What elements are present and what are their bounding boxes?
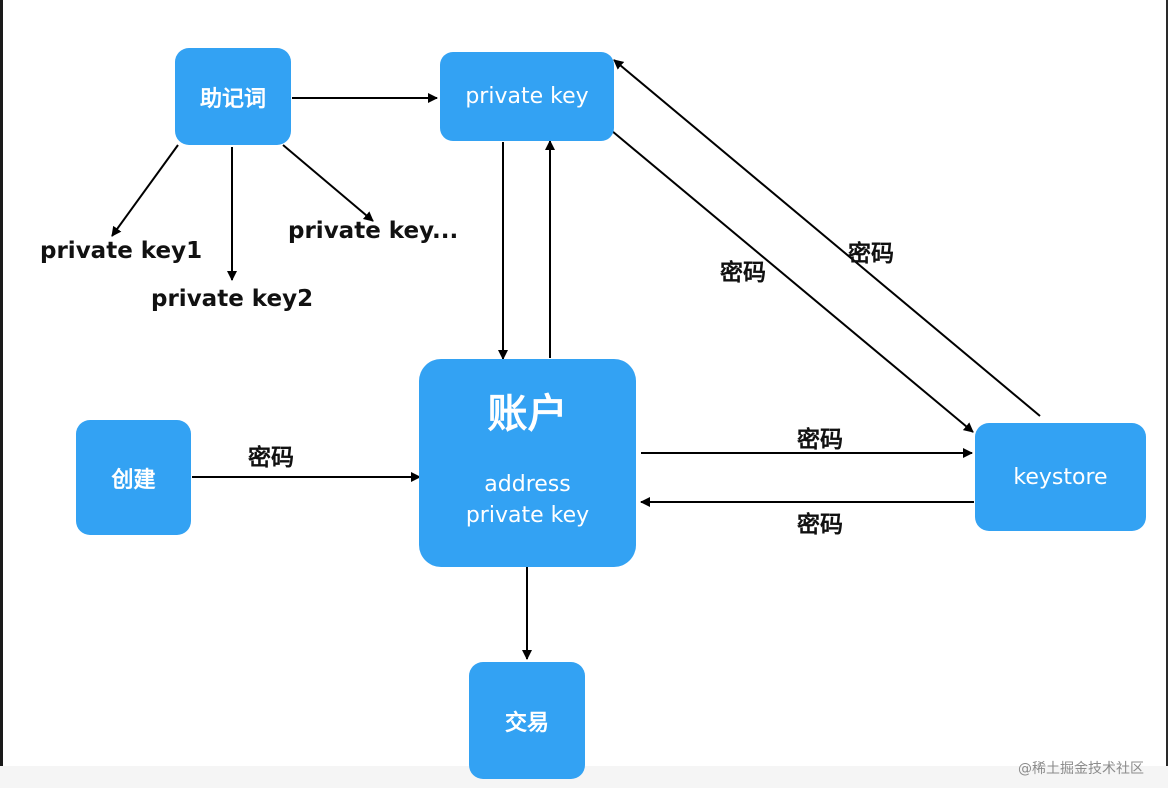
node-keystore: keystore	[975, 423, 1146, 531]
label-password-to-keystore: 密码	[797, 427, 843, 453]
node-account: 账户 address private key	[419, 359, 636, 567]
node-account-address: address	[484, 472, 571, 497]
node-transaction: 交易	[469, 662, 585, 779]
frame-border-left	[0, 0, 3, 788]
edge-private-key-to-keystore	[611, 130, 974, 433]
label-private-key-more: private key...	[288, 218, 459, 244]
frame-border-right	[1166, 0, 1168, 788]
edge-mnemonic-to-pk-more	[282, 144, 374, 222]
node-create: 创建	[76, 420, 191, 535]
node-private-key-label: private key	[465, 84, 589, 109]
label-password-create: 密码	[248, 445, 294, 471]
node-account-private-key: private key	[465, 503, 590, 528]
watermark: @稀土掘金技术社区	[1018, 761, 1144, 777]
label-password-diagonal-down: 密码	[720, 260, 766, 286]
node-transaction-label: 交易	[504, 710, 549, 736]
label-private-key1: private key1	[40, 238, 203, 264]
edge-mnemonic-to-pk1	[111, 144, 179, 237]
label-password-from-keystore: 密码	[797, 512, 843, 538]
node-mnemonic: 助记词	[175, 48, 291, 145]
node-mnemonic-label: 助记词	[199, 86, 266, 112]
node-create-label: 创建	[111, 467, 156, 493]
edge-keystore-to-private-key	[613, 59, 1041, 417]
node-account-title: 账户	[487, 391, 568, 437]
node-keystore-label: keystore	[1013, 464, 1108, 490]
label-private-key2: private key2	[151, 286, 314, 312]
label-password-diagonal-up: 密码	[848, 241, 894, 267]
node-private-key: private key	[440, 52, 614, 141]
bottom-strip	[0, 766, 1168, 788]
